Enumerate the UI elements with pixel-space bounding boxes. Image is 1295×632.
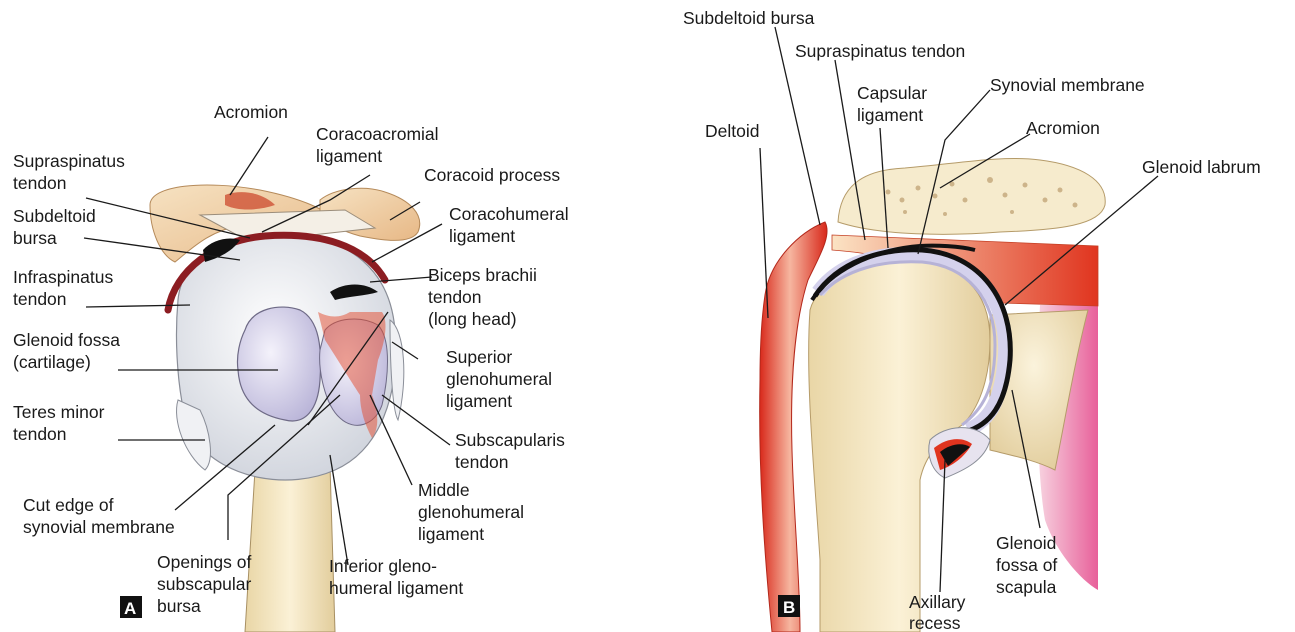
label-middle-gh-2: glenohumeral <box>418 502 524 522</box>
label-capsular: Capsular <box>857 83 927 103</box>
label-superior-gh-3: ligament <box>446 391 512 411</box>
subscapularis-bump <box>390 320 404 420</box>
label-coracoacromial-2: ligament <box>316 146 382 166</box>
label-coracohumeral: Coracohumeral <box>449 204 569 224</box>
label-openings-2: subscapular <box>157 574 252 594</box>
label-teres-minor-2: tendon <box>13 424 67 444</box>
label-coracoacromial: Coracoacromial <box>316 124 439 144</box>
label-acromion-a: Acromion <box>214 102 288 122</box>
label-supraspinatus-a: Supraspinatus <box>13 151 125 171</box>
label-cut-edge-2: synovial membrane <box>23 517 175 537</box>
label-inferior-gh-2: humeral ligament <box>329 578 463 598</box>
label-supraspinatus-a-2: tendon <box>13 173 67 193</box>
label-subscapularis: Subscapularis <box>455 430 565 450</box>
label-biceps: Biceps brachii <box>428 265 537 285</box>
label-teres-minor: Teres minor <box>13 402 105 422</box>
label-coracoid-process: Coracoid process <box>424 165 560 185</box>
label-capsular-2: ligament <box>857 105 923 125</box>
label-subdeltoid-bursa-b: Subdeltoid bursa <box>683 8 815 28</box>
label-infraspinatus: Infraspinatus <box>13 267 113 287</box>
label-superior-gh: Superior <box>446 347 512 367</box>
label-glenoid-fossa-b-3: scapula <box>996 577 1057 597</box>
label-glenoid-fossa-b-2: fossa of <box>996 555 1057 575</box>
label-axillary: Axillary <box>909 592 966 612</box>
label-superior-gh-2: glenohumeral <box>446 369 552 389</box>
label-subdeltoid-a-2: bursa <box>13 228 57 248</box>
label-infraspinatus-2: tendon <box>13 289 67 309</box>
label-glenoid-fossa-a: Glenoid fossa <box>13 330 120 350</box>
label-middle-gh: Middle <box>418 480 470 500</box>
humerus-shaft <box>245 465 335 632</box>
panel-a-letter: A <box>124 599 136 618</box>
label-acromion-b: Acromion <box>1026 118 1100 138</box>
acromion-bone-b <box>838 159 1105 235</box>
label-subscapularis-2: tendon <box>455 452 509 472</box>
label-biceps-3: (long head) <box>428 309 517 329</box>
panel-b-letter: B <box>783 598 795 617</box>
label-biceps-2: tendon <box>428 287 482 307</box>
label-coracohumeral-2: ligament <box>449 226 515 246</box>
label-axillary-2: recess <box>909 613 961 632</box>
label-glenoid-fossa-b: Glenoid <box>996 533 1056 553</box>
label-deltoid: Deltoid <box>705 121 759 141</box>
label-openings: Openings of <box>157 552 252 572</box>
label-inferior-gh: Inferior gleno- <box>329 556 437 576</box>
label-subdeltoid-a: Subdeltoid <box>13 206 96 226</box>
label-glenoid-fossa-a-2: (cartilage) <box>13 352 91 372</box>
label-cut-edge: Cut edge of <box>23 495 114 515</box>
label-supraspinatus-tendon-b: Supraspinatus tendon <box>795 41 965 61</box>
label-glenoid-labrum: Glenoid labrum <box>1142 157 1261 177</box>
label-openings-3: bursa <box>157 596 201 616</box>
label-middle-gh-3: ligament <box>418 524 484 544</box>
label-synovial-membrane-b: Synovial membrane <box>990 75 1145 95</box>
